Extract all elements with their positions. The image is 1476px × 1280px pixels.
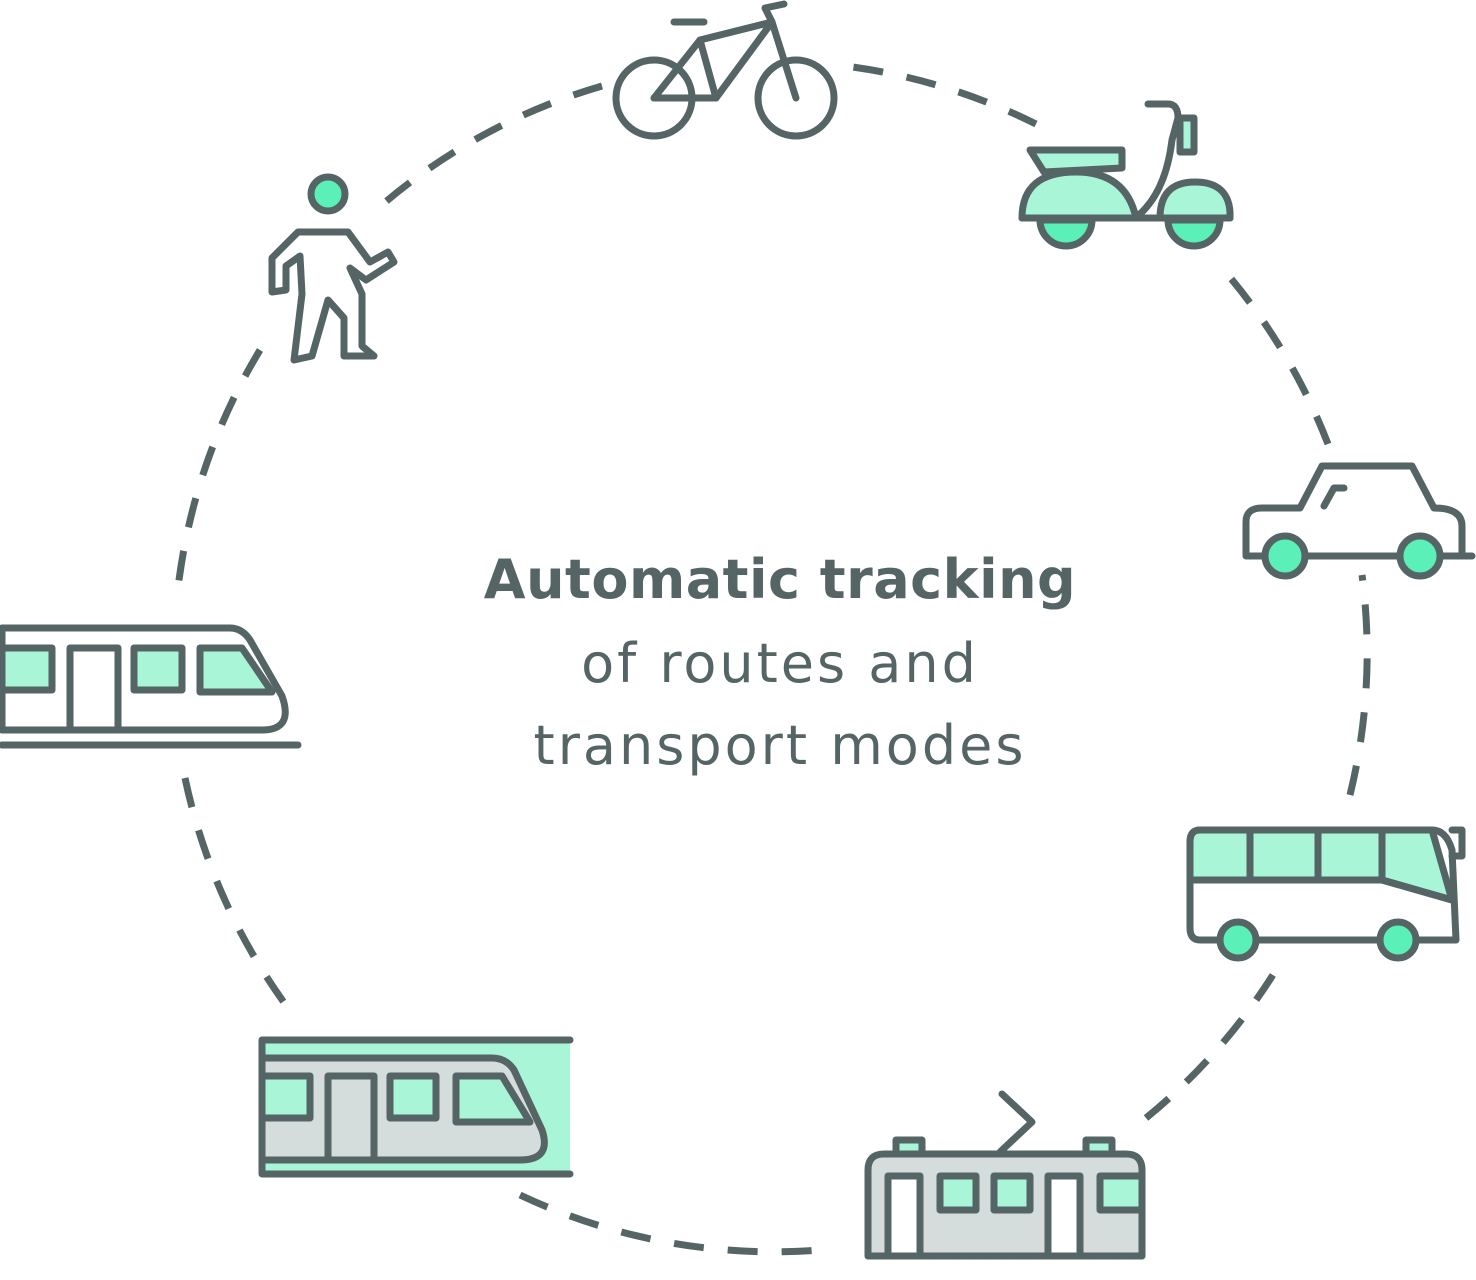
bicycle-icon <box>612 0 838 140</box>
caption-title: Automatic tracking <box>483 548 1077 611</box>
route-circle <box>174 62 1371 1256</box>
pedestrian-icon <box>268 173 398 364</box>
bus-icon <box>1186 826 1466 962</box>
train-icon <box>0 624 302 749</box>
subway-train-icon <box>258 1036 574 1178</box>
scooter-icon <box>1018 100 1234 250</box>
caption-line-2: of routes and <box>581 632 979 695</box>
tram-icon <box>864 1090 1146 1260</box>
car-icon <box>1242 462 1476 580</box>
caption-line-3: transport modes <box>533 714 1027 777</box>
